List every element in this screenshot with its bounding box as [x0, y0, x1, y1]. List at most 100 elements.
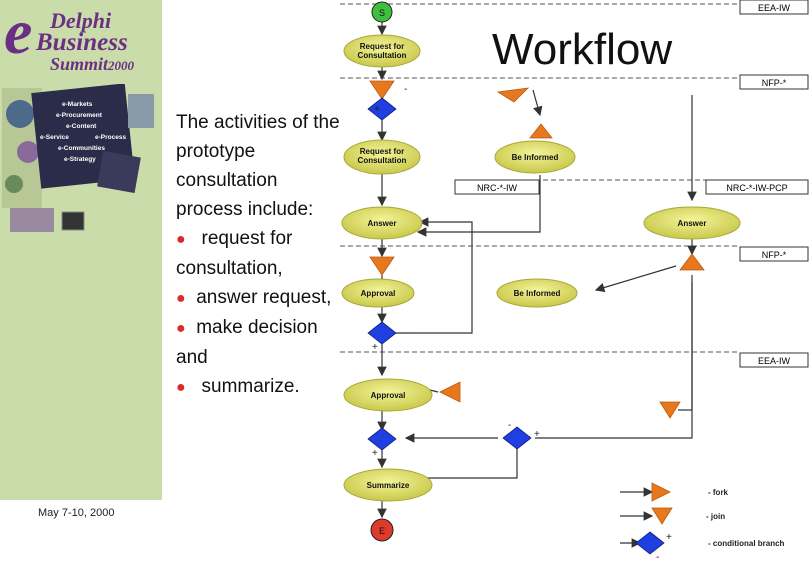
lane-label-box	[705, 179, 809, 195]
lane-label-box	[739, 352, 809, 368]
collage-item-content: e-Content	[66, 123, 97, 130]
legend-plus-mark: +	[666, 532, 672, 543]
legend-join-label: - join	[706, 512, 725, 521]
collage-item-procurement: e-Procurement	[56, 112, 102, 119]
collage-globe-icon	[6, 100, 34, 128]
node-label: Request for	[360, 42, 404, 51]
bullet-dot-icon: ●	[176, 290, 186, 307]
end-node	[370, 518, 394, 542]
conditional-branch-diamond	[367, 97, 397, 121]
node-label: Approval	[361, 289, 396, 298]
lane-label: NFP-*	[762, 250, 787, 260]
join-triangle-icon	[369, 80, 395, 100]
node-label: Consultation	[358, 51, 407, 60]
logo-delphi: Delphi	[50, 8, 112, 33]
lane-label: EEA-IW	[758, 3, 791, 13]
activity-request-consultation-2	[343, 139, 421, 175]
bullet-item: ● make decision and	[176, 317, 318, 368]
legend-fork-label: - fork	[708, 488, 729, 497]
lane-label: NRC-*-IW	[477, 183, 517, 193]
node-label: Answer	[368, 219, 397, 228]
lane-label-box	[739, 0, 809, 15]
collage-keyboard-icon	[10, 208, 54, 232]
line-branch2-up	[535, 282, 693, 439]
collage-image: e-Markets e-Procurement e-Content e-Serv…	[0, 83, 162, 244]
node-label: Be Informed	[514, 289, 561, 298]
legend-fork-icon	[651, 482, 671, 502]
fork-triangle-icon	[679, 253, 705, 271]
join-triangle-icon	[369, 256, 395, 276]
legend-join-icon	[651, 507, 673, 525]
branch-minus-mark: -	[406, 328, 409, 339]
collage-panel	[97, 150, 141, 194]
conditional-branch-diamond	[367, 427, 397, 451]
node-label: Summarize	[367, 481, 410, 490]
node-label: Consultation	[358, 156, 407, 165]
branch-plus-mark: +	[372, 448, 378, 459]
conditional-branch-diamond	[502, 426, 532, 450]
start-node-label: S	[379, 8, 385, 18]
legend-branch-icon	[635, 531, 665, 555]
arrow-join-beinformed2	[594, 265, 677, 293]
collage-item-communities: e-Communities	[58, 145, 105, 152]
bullet-dot-icon: ●	[176, 231, 186, 248]
node-label: Be Informed	[512, 153, 559, 162]
footer-date: May 7-10, 2000	[38, 507, 115, 519]
legend-conditional-label: - conditional branch	[708, 539, 785, 548]
lane-label: NRC-*-IW-PCP	[726, 183, 787, 193]
branch-minus-mark: -	[404, 84, 407, 95]
activity-be-informed-1	[494, 140, 576, 174]
collage-dial-icon	[17, 141, 39, 163]
fork-triangle-icon	[496, 87, 530, 103]
branch-plus-mark: +	[372, 342, 378, 353]
arrow-beinformed1-answer1	[416, 175, 541, 237]
fork-triangle-icon	[529, 123, 553, 139]
logo-letter-e: e	[4, 0, 33, 67]
collage-item-process: e-Process	[95, 134, 127, 141]
collage-phone-icon	[61, 211, 85, 231]
branch-plus-mark: +	[534, 429, 540, 440]
branch-minus-mark: -	[508, 420, 511, 431]
bullet-intro: The activities of the prototype consulta…	[176, 112, 340, 220]
bullet-item: ● answer request,	[176, 287, 332, 308]
bullet-item: ● summarize.	[176, 376, 300, 397]
lane-label: NFP-*	[762, 78, 787, 88]
lane-label-box	[739, 246, 809, 262]
bullet-list: The activities of the prototype consulta…	[176, 108, 346, 402]
collage-item-service: e-Service	[40, 134, 69, 141]
start-node	[371, 1, 393, 23]
lane-label: EEA-IW	[758, 356, 791, 366]
slide-title: Workflow	[492, 25, 673, 74]
logo-business: Business	[36, 29, 128, 56]
legend-minus-mark: -	[656, 552, 659, 563]
activity-approval-1	[341, 278, 415, 308]
arrow-branch2-summarize	[396, 448, 518, 483]
conditional-branch-diamond	[367, 321, 397, 345]
logo-summit: Summit2000	[50, 54, 135, 74]
activity-answer-1	[341, 206, 423, 240]
node-label: Request for	[360, 147, 404, 156]
collage-item-strategy: e-Strategy	[64, 156, 96, 163]
arrow-branch-answer1-loop	[395, 217, 473, 334]
collage-photo	[128, 94, 154, 128]
join-triangle-icon	[439, 381, 461, 403]
lane-separators	[340, 3, 740, 353]
bullet-item: ● request for consultation,	[176, 228, 293, 279]
collage-item-markets: e-Markets	[62, 101, 93, 108]
sidebar-panel: e Delphi Business Summit2000 e-Markets e…	[0, 0, 162, 500]
lane-labels: EEA-IW NFP-* NRC-*-IW NRC-*-IW-PCP NFP-*…	[454, 0, 809, 368]
collage-graphic	[2, 83, 154, 232]
collage-disc-icon	[5, 175, 23, 193]
join-triangle-icon	[659, 401, 681, 419]
lane-label-box	[739, 74, 809, 90]
activity-approval-2	[343, 378, 433, 412]
end-node-label: E	[379, 526, 385, 536]
lane-label-box	[454, 179, 540, 195]
activity-summarize	[343, 468, 433, 502]
node-label: Approval	[371, 391, 406, 400]
activity-be-informed-2	[496, 278, 578, 308]
activity-answer-2	[643, 206, 741, 240]
activity-request-consultation-1	[343, 34, 421, 68]
bullet-dot-icon: ●	[176, 320, 186, 337]
